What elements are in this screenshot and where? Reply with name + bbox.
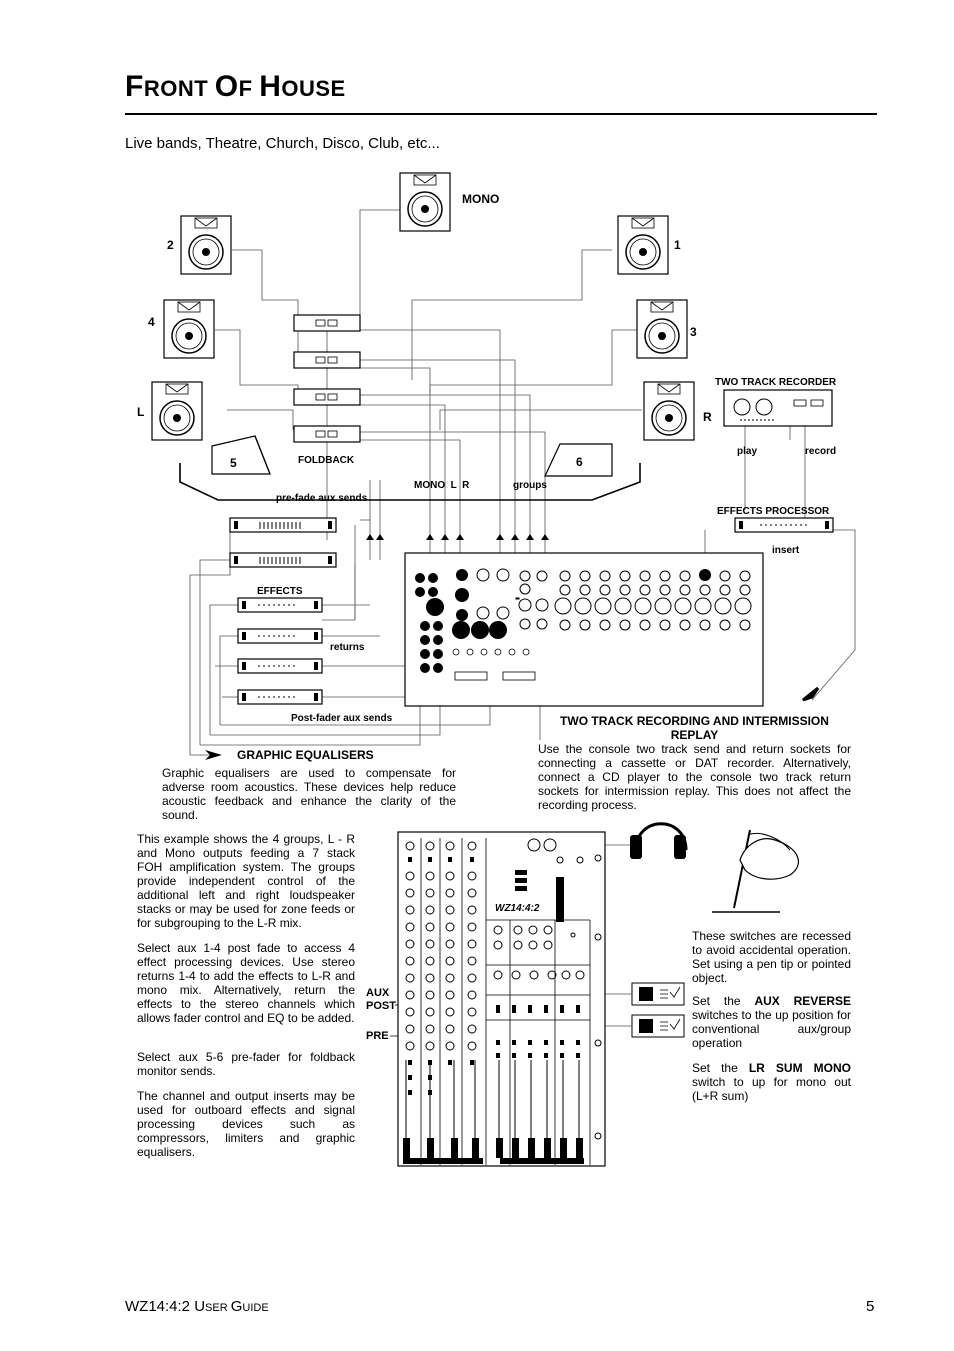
page-subtitle: Live bands, Theatre, Church, Disco, Club… <box>125 135 440 152</box>
returns-label: returns <box>330 642 365 653</box>
mixer-channel-strips <box>403 838 602 1165</box>
foldback-label: FOLDBACK <box>298 455 355 466</box>
mixer-brand-label: WZ14:4:2 <box>495 903 540 914</box>
right-paragraph-1: These switches are recessed to avoid acc… <box>692 929 851 985</box>
mono-lr-label: MONO L R <box>414 480 470 491</box>
postfader-aux-sends-label: Post-fader aux sends <box>291 713 393 724</box>
pre-label: PRE <box>366 1030 389 1042</box>
page-number: 5 <box>866 1298 875 1315</box>
two-track-recorder-label: TWO TRACK RECORDER <box>715 377 837 388</box>
speaker-l-label: L <box>137 405 145 419</box>
graphic-equalisers-heading: GRAPHIC EQUALISERS <box>237 748 374 762</box>
left-paragraph-2: Select aux 1-4 post fade to access 4 eff… <box>137 941 355 1025</box>
play-label: play <box>737 446 758 457</box>
groups-label: groups <box>513 480 547 491</box>
effects-processor-label: EFFECTS PROCESSOR <box>717 506 830 517</box>
insert-label: insert <box>772 545 800 556</box>
title-rule <box>125 113 877 115</box>
post-label: POST <box>366 1000 396 1012</box>
prefade-aux-sends-label: pre-fade aux sends <box>276 493 368 504</box>
left-paragraph-4: The channel and output inserts may be us… <box>137 1089 355 1159</box>
speaker-mono-label: MONO <box>462 192 500 206</box>
wedge-5-label: 5 <box>230 456 237 470</box>
speaker-3-label: 3 <box>690 325 697 339</box>
wedge-6-label: 6 <box>576 455 583 469</box>
speaker-r-label: R <box>703 410 712 424</box>
two-track-heading: TWO TRACK RECORDING AND INTERMISSION REP… <box>560 714 829 742</box>
left-paragraph-1: This example shows the 4 groups, L - R a… <box>137 832 355 930</box>
effects-label: EFFECTS <box>257 586 303 597</box>
page-title: FRONT OF HOUSE <box>125 70 346 103</box>
aux-label: AUX <box>366 987 390 999</box>
record-label: record <box>805 446 837 457</box>
speaker-2-label: 2 <box>167 238 174 252</box>
right-paragraph-3: Set the LR SUM MONO switch to up for mon… <box>692 1061 851 1103</box>
speaker-1-label: 1 <box>674 238 681 252</box>
speaker-4-label: 4 <box>148 315 155 329</box>
footer-model: WZ14:4:2 USER GUIDE <box>125 1298 269 1315</box>
graphic-eq-paragraph: Graphic equalisers are used to compensat… <box>162 766 456 822</box>
two-track-paragraph: Use the console two track send and retur… <box>538 742 851 812</box>
right-paragraph-2: Set the AUX REVERSE switches to the up p… <box>692 994 851 1050</box>
left-paragraph-3: Select aux 5-6 pre-fader for foldback mo… <box>137 1050 355 1078</box>
